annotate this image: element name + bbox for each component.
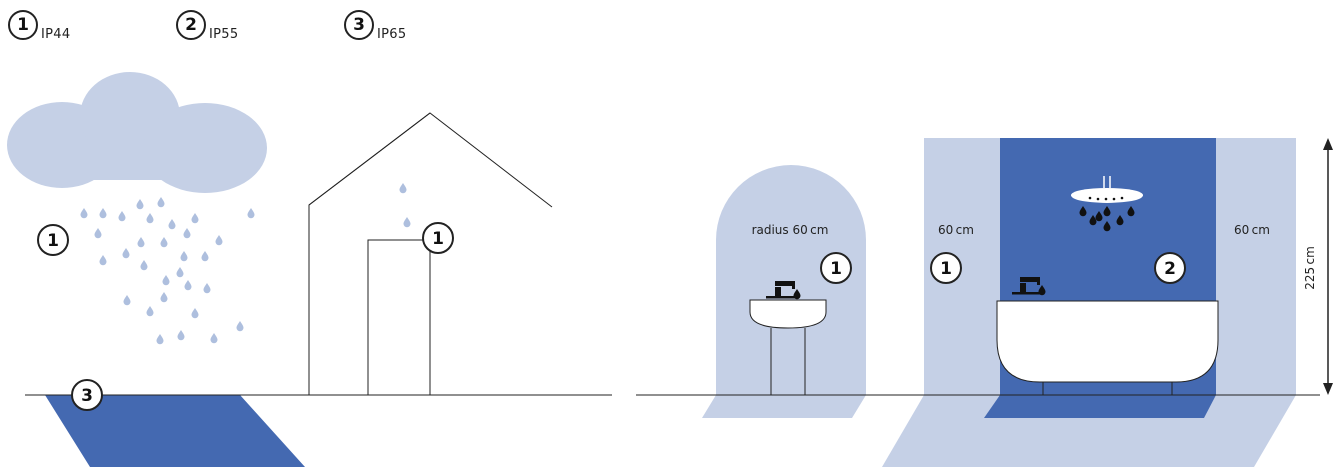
rain-zone-badge: 1 — [37, 224, 69, 256]
house-drops — [399, 183, 411, 228]
rain-drops — [80, 197, 255, 345]
bath-faucet-icon — [1012, 277, 1046, 296]
ground-zone-badge: 3 — [71, 379, 103, 411]
legend-rating: IP65 — [377, 27, 407, 42]
cloud-icon — [7, 72, 267, 193]
bath-floor-zone — [984, 395, 1216, 418]
legend-ip65: 3 IP65 — [344, 10, 407, 42]
sink-zone-label: radius 60 cm — [752, 223, 829, 237]
height-label: 225 cm — [1303, 246, 1317, 290]
ground-zone — [45, 395, 305, 467]
legend-badge: 3 — [344, 10, 374, 40]
legend-badge: 1 — [8, 10, 38, 40]
legend-ip55: 2 IP55 — [176, 10, 239, 42]
bath-zone-number: 2 — [1164, 259, 1176, 279]
house-zone-badge: 1 — [422, 222, 454, 254]
legend-rating: IP44 — [41, 27, 71, 42]
sink-zone-badge: 1 — [820, 252, 852, 284]
right-wall-zone — [1216, 138, 1296, 395]
door-icon — [367, 239, 431, 396]
sink-icon — [749, 281, 827, 395]
house-zone-number: 1 — [432, 229, 444, 249]
house-icon — [308, 112, 553, 396]
legend-rating: IP55 — [209, 27, 239, 42]
faucet-icon — [766, 281, 801, 300]
left-zone-badge: 1 — [930, 252, 962, 284]
shower-head-icon — [1071, 176, 1143, 232]
left-zone-number: 1 — [940, 259, 952, 279]
sink-zone — [716, 165, 866, 395]
sink-zone-number: 1 — [830, 259, 842, 279]
legend-ip44: 1 IP44 — [8, 10, 71, 42]
left-zone-label: 60 cm — [938, 223, 974, 237]
sink-floor-zone — [702, 395, 866, 418]
rain-zone-number: 1 — [47, 231, 59, 251]
bathtub-icon — [996, 277, 1219, 395]
bath-zone-badge: 2 — [1154, 252, 1186, 284]
legend-badge: 2 — [176, 10, 206, 40]
ground-zone-number: 3 — [81, 386, 93, 406]
right-zone-label: 60 cm — [1234, 223, 1270, 237]
height-arrow — [1323, 138, 1333, 395]
